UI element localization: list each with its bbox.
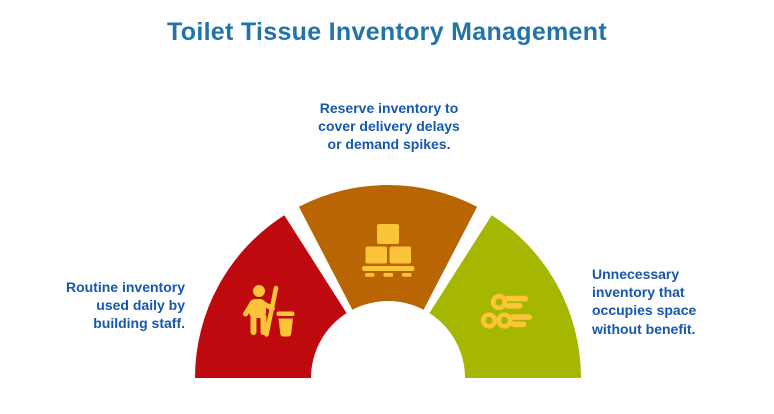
pallet-boxes-icon xyxy=(362,224,415,277)
excess-description: Unnecessary inventory that occupies spac… xyxy=(592,265,752,338)
text-line: occupies space xyxy=(592,302,697,319)
segment-routine xyxy=(195,215,347,378)
routine-description: Routine inventory used daily by building… xyxy=(25,278,185,333)
text-line: Routine inventory xyxy=(65,279,185,295)
text-line: used daily by xyxy=(96,297,185,314)
text-line: or demand spikes. xyxy=(327,136,451,153)
text-line: building staff. xyxy=(93,315,185,332)
page-title: Toilet Tissue Inventory Management xyxy=(167,18,607,46)
text-line: without benefit. xyxy=(592,320,696,337)
text-line: Unnecessary xyxy=(592,266,680,282)
reserve-description: Reserve inventory to cover delivery dela… xyxy=(280,99,498,154)
text-line: inventory that xyxy=(592,284,685,301)
paper-rolls-icon xyxy=(480,293,532,329)
segment-excess xyxy=(429,215,581,378)
janitor-icon xyxy=(243,285,295,337)
text-line: Reserve inventory to xyxy=(319,100,459,116)
segment-reserve xyxy=(298,185,478,310)
text-line: cover delivery delays xyxy=(318,118,460,135)
